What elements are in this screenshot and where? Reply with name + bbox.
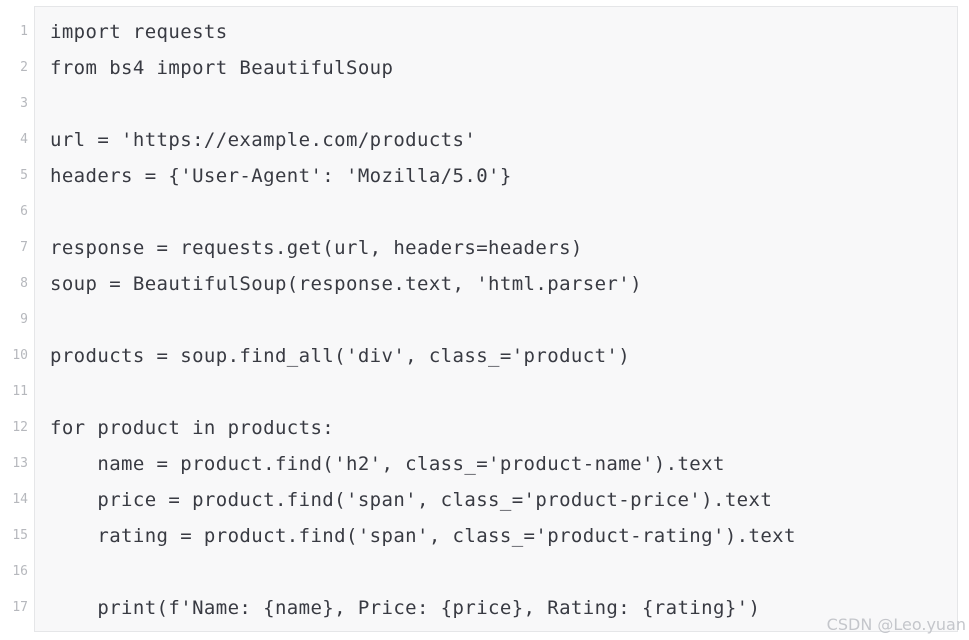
code-text: from bs4 import BeautifulSoup: [50, 57, 394, 79]
line-number: 6: [20, 204, 28, 219]
code-line: 9: [20, 302, 957, 338]
line-number: 9: [20, 312, 28, 327]
code-text: url = 'https://example.com/products': [50, 129, 477, 151]
code-text: rating = product.find('span', class_='pr…: [50, 525, 796, 547]
code-text: for product in products:: [50, 417, 335, 439]
code-block: 1 import requests 2 from bs4 import Beauti…: [0, 6, 958, 632]
line-number: 17: [12, 600, 28, 615]
watermark: CSDN @Leo.yuan: [826, 615, 966, 634]
code-line: 6: [20, 194, 957, 230]
code-line: 10 products = soup.find_all('div', class_…: [12, 338, 957, 374]
code-line: 5 headers = {'User-Agent': 'Mozilla/5.0'}: [20, 158, 957, 194]
code-line: 3: [20, 86, 957, 122]
code-line: 4 url = 'https://example.com/products': [20, 122, 957, 158]
line-number: 12: [12, 420, 28, 435]
line-number: 10: [12, 348, 28, 363]
line-number: 16: [12, 564, 28, 579]
line-number-gutter: [0, 6, 34, 632]
code-line: 17 print(f'Name: {name}, Price: {price},…: [12, 590, 957, 626]
line-number: 14: [12, 492, 28, 507]
line-number: 4: [20, 132, 28, 147]
code-lines: 1 import requests 2 from bs4 import Beauti…: [12, 14, 957, 626]
code-line: 14 price = product.find('span', class_='…: [12, 482, 957, 518]
code-line: 15 rating = product.find('span', class_=…: [12, 518, 957, 554]
code-line: 1 import requests: [20, 14, 957, 50]
code-text: name = product.find('h2', class_='produc…: [50, 453, 725, 475]
code-text: response = requests.get(url, headers=hea…: [50, 237, 583, 259]
line-number: 3: [20, 96, 28, 111]
line-number: 7: [20, 240, 28, 255]
code-line: 12 for product in products:: [12, 410, 957, 446]
code-text: import requests: [50, 21, 228, 43]
code-line: 8 soup = BeautifulSoup(response.text, 'ht…: [20, 266, 957, 302]
code-line: 2 from bs4 import BeautifulSoup: [20, 50, 957, 86]
code-text: products = soup.find_all('div', class_='…: [50, 345, 631, 367]
code-text: price = product.find('span', class_='pro…: [50, 489, 773, 511]
code-text: soup = BeautifulSoup(response.text, 'htm…: [50, 273, 642, 295]
line-number: 2: [20, 60, 28, 75]
line-number: 13: [12, 456, 28, 471]
line-number: 8: [20, 276, 28, 291]
code-text: headers = {'User-Agent': 'Mozilla/5.0'}: [50, 165, 512, 187]
code-line: 16: [12, 554, 957, 590]
line-number: 15: [12, 528, 28, 543]
line-number: 5: [20, 168, 28, 183]
code-area[interactable]: 1 import requests 2 from bs4 import Beauti…: [12, 6, 958, 632]
code-line: 11: [12, 374, 957, 410]
line-number: 11: [12, 384, 28, 399]
code-line: 7 response = requests.get(url, headers=he…: [20, 230, 957, 266]
line-number: 1: [20, 24, 28, 39]
code-line: 13 name = product.find('h2', class_='pro…: [12, 446, 957, 482]
code-text: print(f'Name: {name}, Price: {price}, Ra…: [50, 597, 761, 619]
